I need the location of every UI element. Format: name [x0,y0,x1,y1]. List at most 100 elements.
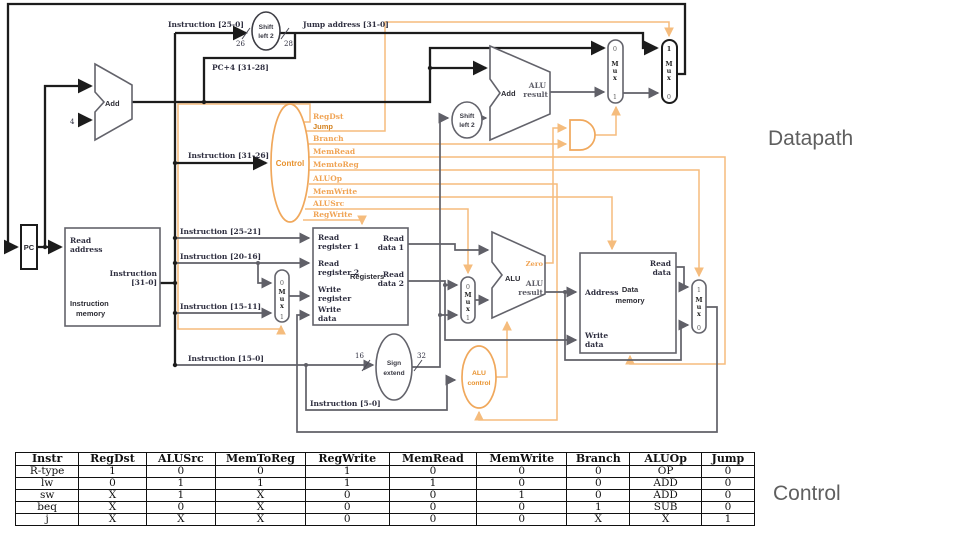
instr-cell: j [14,512,80,526]
jump-shift-label-2: left 2 [258,33,274,40]
value-cell: OP [629,464,702,478]
dmem-name-2: memory [615,296,645,305]
value-cell: X [215,488,306,502]
instr-cell: lw [14,476,80,490]
instr-25-0-label: Instruction [25-0] [168,20,244,29]
signal-alusrc: ALUSrc [312,199,345,208]
control-section-label: Control [773,482,841,505]
value-cell: 0 [700,476,756,490]
regs-rd2-2: data 2 [378,279,404,288]
value-cell: 0 [388,464,478,478]
imem-out-label: Instruction [110,269,158,278]
value-cell: 0 [388,500,478,514]
value-cell: 1 [700,512,756,526]
register-file [312,227,409,326]
datapath-wires [175,86,718,433]
write-reg-mux [274,269,290,323]
value-cell: 0 [145,464,217,478]
header-regdst: RegDst [78,452,147,466]
instruction-memory [64,227,161,327]
value-cell: ADD [629,488,702,502]
instr-31-26-label: Instruction [31-26] [188,151,269,160]
header-memwrite: MemWrite [476,452,568,466]
pc-register [20,224,38,270]
jump-mux [661,39,678,104]
four-constant: 4 [70,118,75,126]
header-alusrc: ALUSrc [145,452,217,466]
rmux-u: u [667,67,672,75]
value-cell: 1 [304,464,390,478]
jump-shift-label: Shift [259,24,274,31]
instr-25-21-label: Instruction [25-21] [180,227,261,236]
value-cell: 1 [304,476,390,490]
value-cell: 0 [700,464,756,478]
rmux-1: 1 [667,45,672,53]
value-cell: X [78,512,147,526]
wmux-m: M [278,288,285,296]
wire-pc-loop [3,2,687,255]
regs-rd1: Read [383,234,405,243]
width-16: 16 [355,352,364,360]
mem-to-reg-mux [691,279,707,334]
value-cell: 1 [78,464,147,478]
branch-add-result-2: result [523,90,548,99]
value-cell: X [629,512,702,526]
sign-extend-label: Sign [387,360,401,367]
amux-x: x [466,305,470,313]
wire-read-data2-dm [444,285,578,346]
fmux-m: M [695,296,702,304]
value-cell: 0 [476,512,568,526]
value-cell: X [78,488,147,502]
alu-control-label-2: control [467,380,490,387]
amux-0: 0 [466,283,470,291]
wire-regwrite [303,215,367,226]
regs-wd: Write [317,305,341,314]
regs-rr1: Read [318,233,340,242]
wire-read-data1 [408,243,490,256]
value-cell: SUB [629,500,702,514]
wire-jump-address [280,31,659,56]
value-cell: 1 [388,476,478,490]
regs-name: Registers [350,272,384,281]
width-32: 32 [417,352,426,360]
signal-regdst: RegDst [313,112,344,121]
wire-zero [545,123,568,264]
value-cell: 0 [304,500,390,514]
value-cell: 0 [78,476,147,490]
value-cell: 0 [476,464,568,478]
value-cell: 0 [566,464,631,478]
wmux-1: 1 [280,313,284,321]
value-cell: ADD [629,476,702,490]
control-wires [177,21,726,421]
alu-zero-label: Zero [526,260,544,268]
imem-name-2: memory [76,309,106,318]
regs-rr1-2: register 1 [318,242,359,251]
alu-result-label: ALU [525,279,544,288]
jump-shift-left-2 [251,11,281,51]
imem-out-label-2: [31-0] [131,278,157,287]
amux-u: u [466,298,471,306]
lmux-m: M [611,60,618,68]
wire-aluctl-out [496,320,512,378]
value-cell: 1 [215,476,306,490]
value-cell: 0 [566,476,631,490]
instr-15-0-label: Instruction [15-0] [188,354,264,363]
value-cell: 0 [566,488,631,502]
width-26: 26 [236,40,245,48]
fmux-u: u [697,303,702,311]
instr-cell: R-type [14,464,80,478]
instr-cell: sw [14,488,80,502]
value-cell: 1 [566,500,631,514]
regs-rd1-2: data 1 [378,243,404,252]
wire-and-out [595,105,621,136]
header-memread: MemRead [388,452,478,466]
dmem-write-data: Write [584,331,608,340]
dmem-address: Address [584,288,618,297]
branch-add-result: ALU [528,81,547,90]
wire-regdst [177,103,311,335]
